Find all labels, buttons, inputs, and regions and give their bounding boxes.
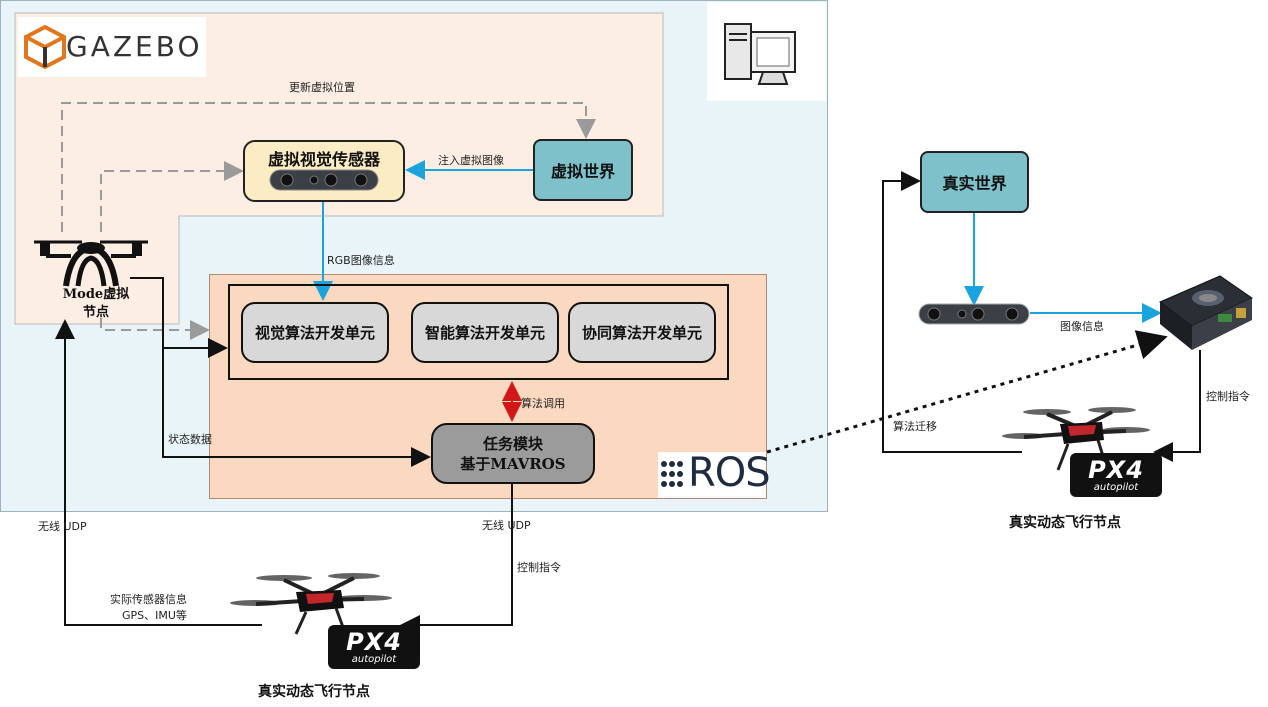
virtual-depth-camera-icon xyxy=(269,169,379,191)
virtual-drone-icon xyxy=(34,240,148,287)
ros-logo-text: ROS xyxy=(688,450,771,496)
px4-logo-right: PX4 autopilot xyxy=(1070,453,1162,497)
mode-node-line2: 节点 xyxy=(82,305,109,320)
control-command-bottom-label: 控制指令 xyxy=(517,561,561,574)
algorithm-migration-label: 算法迁移 xyxy=(893,420,937,433)
px4-sub-bottom: autopilot xyxy=(351,653,397,665)
rgb-info-label: RGB图像信息 xyxy=(327,254,395,267)
cooperative-algorithm-unit: 协同算法开发单元 xyxy=(568,302,716,363)
task-module-node: 任务模块 基于MAVROS xyxy=(431,423,595,484)
algorithm-units-frame xyxy=(228,284,729,380)
mode-node-line1: Mode虚拟 xyxy=(62,287,130,302)
px4-logo-bottom: PX4 autopilot xyxy=(328,625,420,669)
gazebo-logo xyxy=(18,17,206,77)
inject-image-label: 注入虚拟图像 xyxy=(438,154,504,167)
real-flight-node-bottom-caption: 真实动态飞行节点 xyxy=(258,684,370,700)
wireless-udp-left-label: 无线 UDP xyxy=(38,520,87,533)
mode-virtual-node-label: Mode虚拟 节点 xyxy=(46,286,146,322)
real-drone-bottom-icon xyxy=(230,573,392,635)
virtual-sensor-label: 虚拟视觉传感器 xyxy=(267,150,380,169)
gazebo-logo-text: GAZEBO xyxy=(66,30,203,63)
gazebo-cube-icon xyxy=(24,24,66,70)
visual-algorithm-unit: 视觉算法开发单元 xyxy=(241,302,389,363)
cooperative-algorithm-label: 协同算法开发单元 xyxy=(581,324,702,342)
real-drone-right-icon xyxy=(1002,407,1150,471)
px4-sub-right: autopilot xyxy=(1093,481,1139,493)
visual-algorithm-label: 视觉算法开发单元 xyxy=(254,324,375,342)
smart-algorithm-unit: 智能算法开发单元 xyxy=(411,302,559,363)
update-position-label: 更新虚拟位置 xyxy=(289,81,355,94)
wireless-udp-right-label: 无线 UDP xyxy=(482,519,531,532)
sensor-info-label-line2: GPS、IMU等 xyxy=(122,609,187,622)
ros-dots-icon xyxy=(661,461,683,487)
virtual-world-node: 虚拟世界 xyxy=(533,139,633,201)
real-world-label: 真实世界 xyxy=(942,174,1007,193)
real-flight-node-right-caption: 真实动态飞行节点 xyxy=(1009,515,1121,531)
sensor-info-label-line1: 实际传感器信息 xyxy=(110,593,187,606)
virtual-world-label: 虚拟世界 xyxy=(550,162,615,181)
px4-brand-bottom: PX4 xyxy=(346,627,402,656)
px4-brand-right: PX4 xyxy=(1088,455,1144,484)
computer-icon-box xyxy=(707,2,826,101)
real-depth-camera-icon xyxy=(918,303,1030,325)
onboard-computer-icon xyxy=(1159,275,1254,350)
image-info-label: 图像信息 xyxy=(1060,320,1104,333)
task-module-subtitle: 基于MAVROS xyxy=(460,454,566,473)
computer-icon xyxy=(724,23,796,85)
task-module-title: 任务模块 xyxy=(482,434,543,453)
ros-logo xyxy=(658,452,766,498)
algorithm-call-label: 算法调用 xyxy=(521,397,565,410)
status-data-label: 状态数据 xyxy=(168,433,212,446)
smart-algorithm-label: 智能算法开发单元 xyxy=(424,324,545,342)
real-world-node: 真实世界 xyxy=(920,151,1029,213)
control-command-right-label: 控制指令 xyxy=(1206,390,1250,403)
